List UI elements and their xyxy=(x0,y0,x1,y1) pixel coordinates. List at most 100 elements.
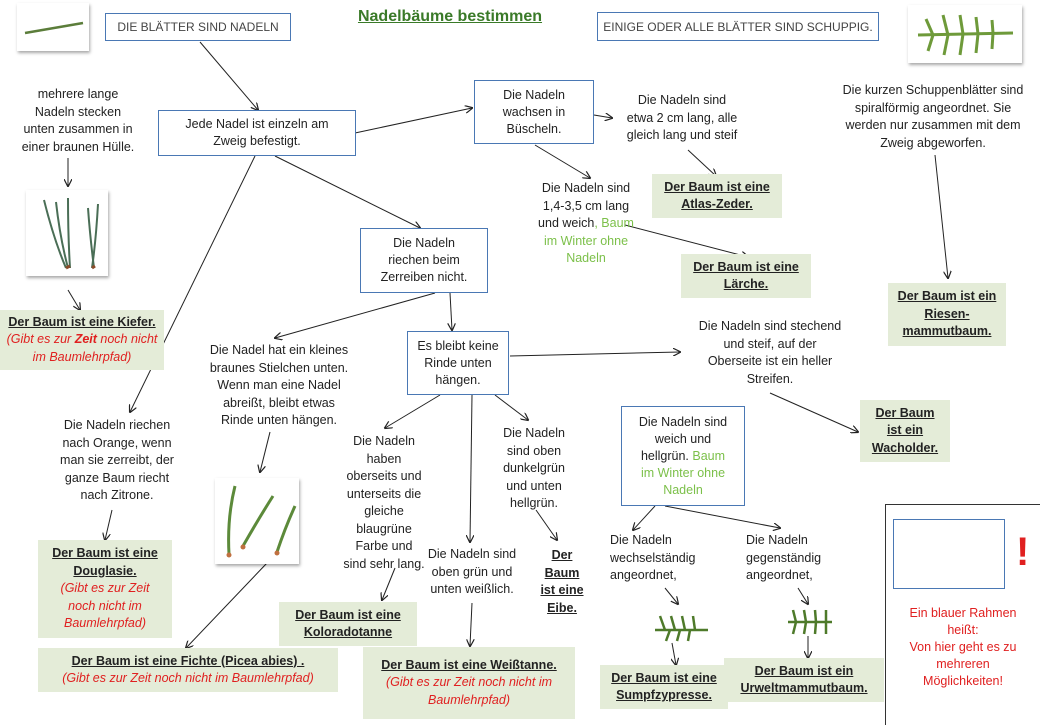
result-larch: Der Baum ist eine Lärche. xyxy=(681,254,811,298)
node-no-bark: Es bleibt keine Rinde unten hängen. xyxy=(407,331,509,395)
result-douglas: Der Baum ist eine Douglasie. (Gibt es zu… xyxy=(38,540,172,638)
result-title: Der Baum ist eine xyxy=(664,179,770,194)
legend-blue-box xyxy=(893,519,1005,589)
text-line-green: Nadeln xyxy=(663,482,703,497)
node-scale-leaves: Die kurzen Schuppenblätter sind spiralfö… xyxy=(826,82,1040,152)
text-line: angeordnet, xyxy=(746,568,813,582)
legend-frame xyxy=(885,504,1040,725)
arrow xyxy=(633,505,656,530)
result-title: Der Baum xyxy=(875,405,935,420)
result-note: (Gibt es zur Zeit xyxy=(60,581,150,596)
node-larch-criteria: Die Nadeln sind 1,4-3,5 cm lang und weic… xyxy=(525,180,647,268)
node-clusters: Die Nadeln wachsen in Büscheln. xyxy=(474,80,594,144)
text-fragment: hellgrün. xyxy=(640,448,689,463)
result-title: Der Baum ist eine xyxy=(611,670,717,685)
text-line: Die Nadeln xyxy=(610,533,672,547)
arrow xyxy=(354,108,472,134)
result-title: Urweltmammutbaum. xyxy=(740,681,868,695)
result-silver-fir: Der Baum ist eine Weißtanne. (Gibt es zu… xyxy=(363,647,575,719)
result-title: Der Baum ist eine Kiefer. xyxy=(8,314,156,329)
result-title: mammutbaum. xyxy=(902,324,992,339)
text-line: sind oben xyxy=(506,443,562,458)
pine-needles-photo xyxy=(26,190,108,276)
text-line: gegenständig xyxy=(746,550,822,565)
text-line: Rinde unten xyxy=(424,355,492,370)
text-line: wachsen in xyxy=(502,104,566,119)
result-title: Eibe. xyxy=(547,600,577,615)
note-fragment: (Gibt es zur xyxy=(6,332,75,347)
text-line: Farbe und xyxy=(355,539,413,553)
text-line: heißt: xyxy=(947,623,979,637)
text-line: Streifen. xyxy=(746,371,794,386)
result-note: (Gibt es zur Zeit noch nicht xyxy=(7,331,158,349)
node-cedar-criteria: Die Nadeln sind etwa 2 cm lang, alle gle… xyxy=(612,92,752,145)
text-line: Oberseite ist ein heller xyxy=(707,354,833,368)
text-line: Die Nadeln xyxy=(393,236,455,250)
node-single-needles: Jede Nadel ist einzeln am Zweig befestig… xyxy=(158,110,356,156)
text-line: nach Zitrone. xyxy=(80,488,154,502)
spruce-needles-photo xyxy=(215,478,299,564)
result-title: Wacholder. xyxy=(871,440,939,455)
text-line: Es bleibt keine xyxy=(417,338,499,353)
result-note: (Gibt es zur Zeit noch nicht im xyxy=(385,675,553,690)
arrow xyxy=(385,394,441,428)
result-title: Lärche. xyxy=(723,277,769,291)
text-line: unterseits die xyxy=(346,486,422,501)
text-line: unten weißlich. xyxy=(430,582,514,596)
result-title: Der Baum ist eine xyxy=(693,259,799,274)
text-line: man sie zerreibt, der xyxy=(60,453,174,467)
text-fragment-green: Baum xyxy=(692,448,726,463)
text-line: Die Nadeln riechen xyxy=(63,418,171,432)
text-line: und steif, auf der xyxy=(723,336,817,351)
text-line: haben xyxy=(366,451,402,466)
text-line: Die Nadeln xyxy=(503,87,565,102)
text-line: hellgrün. Baum xyxy=(641,448,725,465)
arrow xyxy=(260,431,271,472)
text-line: Die Nadeln xyxy=(353,434,415,448)
node-stalk: Die Nadel hat ein kleines braunes Stielc… xyxy=(190,342,368,430)
result-cedar: Der Baum ist eine Atlas-Zeder. xyxy=(652,174,782,218)
opposite-sprig-icon xyxy=(788,609,832,635)
result-yew: Der Baum ist eine Eibe. xyxy=(538,545,586,619)
arrow xyxy=(687,149,716,176)
arrow xyxy=(199,41,258,110)
result-title: Riesen- xyxy=(924,306,970,321)
text-line: blaugrüne xyxy=(356,521,412,536)
result-title: Atlas-Zeder. xyxy=(681,197,753,211)
result-title: Der Baum ist ein xyxy=(897,289,997,304)
result-title: Sumpfzypresse. xyxy=(616,688,712,702)
result-spruce: Der Baum ist eine Fichte (Picea abies) .… xyxy=(38,648,338,692)
header-scales-label: EINIGE ODER ALLE BLÄTTER SIND SCHUPPIG. xyxy=(603,19,873,34)
arrow xyxy=(934,154,948,278)
exclamation-icon: ! xyxy=(1016,530,1030,574)
node-blue-green: Die Nadeln haben oberseits und unterseit… xyxy=(336,433,432,573)
text-line: Möglichkeiten! xyxy=(923,674,1003,688)
header-needles: DIE BLÄTTER SIND NADELN xyxy=(105,13,291,41)
text-line: etwa 2 cm lang, alle xyxy=(626,110,738,125)
text-line: dunkelgrün xyxy=(503,461,565,475)
result-sequoia: Der Baum ist ein Riesen- mammutbaum. xyxy=(888,283,1006,346)
text-line: einer braunen Hülle. xyxy=(21,139,135,154)
arrow xyxy=(470,602,472,646)
text-line: weich und xyxy=(654,431,712,446)
text-line: Ein blauer Rahmen xyxy=(909,606,1017,620)
arrow xyxy=(797,587,808,604)
text-line: werden nur zusammen mit dem xyxy=(845,118,1021,132)
node-prickly: Die Nadeln sind stechend und steif, auf … xyxy=(682,318,858,388)
text-line: Büscheln. xyxy=(506,121,562,136)
arrow xyxy=(672,642,676,665)
text-line: Zweig abgeworfen. xyxy=(880,135,986,150)
text-line-green: im Winter ohne xyxy=(640,465,726,480)
result-title: Koloradotanne xyxy=(303,625,393,639)
result-title: Der Baum ist ein xyxy=(754,663,854,678)
text-line: Nadeln stecken xyxy=(34,104,122,119)
result-note: im Baumlehrpfad) xyxy=(32,349,132,364)
note-fragment: noch nicht xyxy=(96,332,158,347)
scale-branch-icon xyxy=(917,14,1014,56)
result-title: Der Baum ist eine xyxy=(52,546,158,561)
text-line: Die Nadeln xyxy=(503,426,565,440)
result-note: (Gibt es zur Zeit noch nicht im Baumlehr… xyxy=(62,671,314,685)
text-line: mehrere lange xyxy=(37,87,119,101)
text-line: Die Nadeln sind xyxy=(637,93,727,107)
